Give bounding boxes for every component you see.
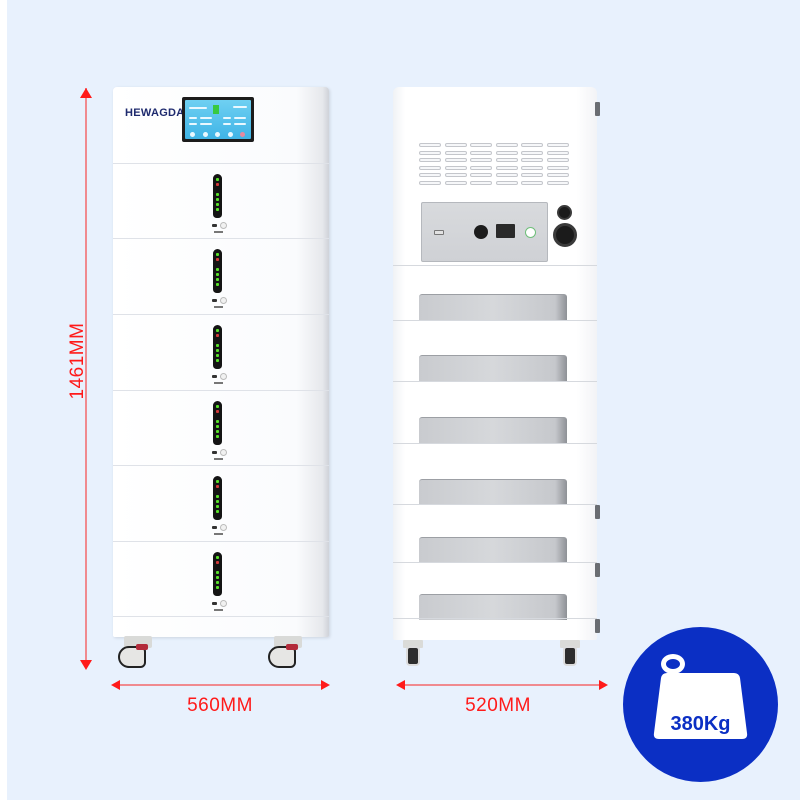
drawer-handle bbox=[419, 294, 567, 320]
display-nav-icon bbox=[190, 132, 195, 137]
power-symbol-icon bbox=[212, 602, 217, 605]
power-button[interactable] bbox=[220, 297, 227, 304]
width-dimension-line bbox=[118, 684, 324, 686]
power-label bbox=[214, 382, 223, 384]
side-module bbox=[393, 265, 597, 320]
left-margin-strip bbox=[0, 0, 7, 800]
power-label bbox=[214, 609, 223, 611]
display-line bbox=[223, 117, 231, 119]
power-symbol-icon bbox=[212, 224, 217, 227]
connection-panel bbox=[421, 202, 548, 262]
power-button[interactable] bbox=[220, 222, 227, 229]
display-line bbox=[223, 123, 231, 125]
side-module bbox=[393, 504, 597, 563]
battery-module bbox=[113, 390, 329, 465]
power-button[interactable] bbox=[220, 524, 227, 531]
weight-icon bbox=[653, 673, 748, 739]
power-label bbox=[214, 231, 223, 233]
arrow-right-icon bbox=[321, 680, 330, 690]
led-indicator-strip bbox=[213, 249, 222, 293]
arrow-right-icon bbox=[599, 680, 608, 690]
caster-wheel-icon bbox=[268, 636, 304, 670]
drawer-handle bbox=[419, 537, 567, 563]
display-line bbox=[234, 123, 246, 125]
cable-gland-large-icon bbox=[553, 223, 577, 247]
brand-logo: HEWAGDA bbox=[125, 107, 185, 119]
toggle-switch[interactable] bbox=[434, 230, 444, 235]
side-view-cabinet bbox=[393, 87, 600, 640]
panel-push-button[interactable] bbox=[525, 227, 536, 238]
weight-badge: 380Kg bbox=[623, 627, 778, 782]
power-symbol-icon bbox=[212, 299, 217, 302]
base-trim bbox=[113, 616, 329, 637]
power-button[interactable] bbox=[220, 449, 227, 456]
power-button[interactable] bbox=[220, 600, 227, 607]
side-module bbox=[393, 443, 597, 505]
display-nav-icon bbox=[215, 132, 220, 137]
weight-label: 380Kg bbox=[670, 713, 731, 735]
height-dimension-line bbox=[85, 88, 87, 668]
height-dimension-label: 1461MM bbox=[67, 322, 88, 400]
power-label bbox=[214, 458, 223, 460]
battery-module bbox=[113, 465, 329, 541]
caster-wheel-icon bbox=[118, 636, 154, 670]
drawer-handle bbox=[419, 355, 567, 381]
drawer-handle bbox=[419, 594, 567, 620]
display-line bbox=[200, 117, 212, 119]
power-button[interactable] bbox=[220, 373, 227, 380]
weight-ring-icon bbox=[661, 654, 685, 674]
latch-tab bbox=[595, 102, 600, 116]
battery-module bbox=[113, 541, 329, 616]
battery-status-icon bbox=[213, 105, 219, 114]
power-symbol-icon bbox=[212, 526, 217, 529]
rotary-knob[interactable] bbox=[474, 225, 488, 239]
cable-gland-small-icon bbox=[557, 205, 572, 220]
caster-wheel-icon bbox=[560, 640, 580, 668]
drawer-handle bbox=[419, 417, 567, 443]
display-nav-icon bbox=[203, 132, 208, 137]
side-module bbox=[393, 562, 597, 620]
battery-module bbox=[113, 314, 329, 390]
display-line bbox=[189, 107, 207, 109]
base-trim bbox=[393, 618, 597, 640]
depth-dimension-label: 520MM bbox=[465, 695, 531, 716]
led-indicator-strip bbox=[213, 174, 222, 218]
side-module bbox=[393, 381, 597, 443]
battery-module bbox=[113, 238, 329, 314]
latch-tab bbox=[595, 505, 600, 519]
power-label bbox=[214, 306, 223, 308]
width-dimension-label: 560MM bbox=[187, 695, 253, 716]
depth-dimension-line bbox=[403, 684, 601, 686]
drawer-handle bbox=[419, 479, 567, 505]
display-line bbox=[200, 123, 212, 125]
battery-module bbox=[113, 163, 329, 238]
led-indicator-strip bbox=[213, 476, 222, 520]
latch-tab bbox=[595, 619, 600, 633]
latch-tab bbox=[595, 563, 600, 577]
touch-display bbox=[182, 97, 254, 142]
terminal-block bbox=[496, 224, 515, 238]
display-line bbox=[189, 123, 197, 125]
side-module bbox=[393, 320, 597, 381]
display-nav-icon bbox=[240, 132, 245, 137]
display-nav-icon bbox=[228, 132, 233, 137]
front-view-cabinet: HEWAGDA bbox=[113, 87, 329, 637]
power-symbol-icon bbox=[212, 375, 217, 378]
led-indicator-strip bbox=[213, 552, 222, 596]
arrow-down-icon bbox=[80, 660, 92, 670]
arrow-left-icon bbox=[111, 680, 120, 690]
caster-wheel-icon bbox=[403, 640, 423, 668]
display-line bbox=[233, 106, 247, 108]
display-line bbox=[189, 117, 197, 119]
arrow-left-icon bbox=[396, 680, 405, 690]
ventilation-grille bbox=[419, 143, 569, 188]
led-indicator-strip bbox=[213, 401, 222, 445]
display-line bbox=[234, 117, 246, 119]
power-label bbox=[214, 533, 223, 535]
display-screen-content bbox=[185, 100, 251, 139]
power-symbol-icon bbox=[212, 451, 217, 454]
led-indicator-strip bbox=[213, 325, 222, 369]
arrow-up-icon bbox=[80, 88, 92, 98]
